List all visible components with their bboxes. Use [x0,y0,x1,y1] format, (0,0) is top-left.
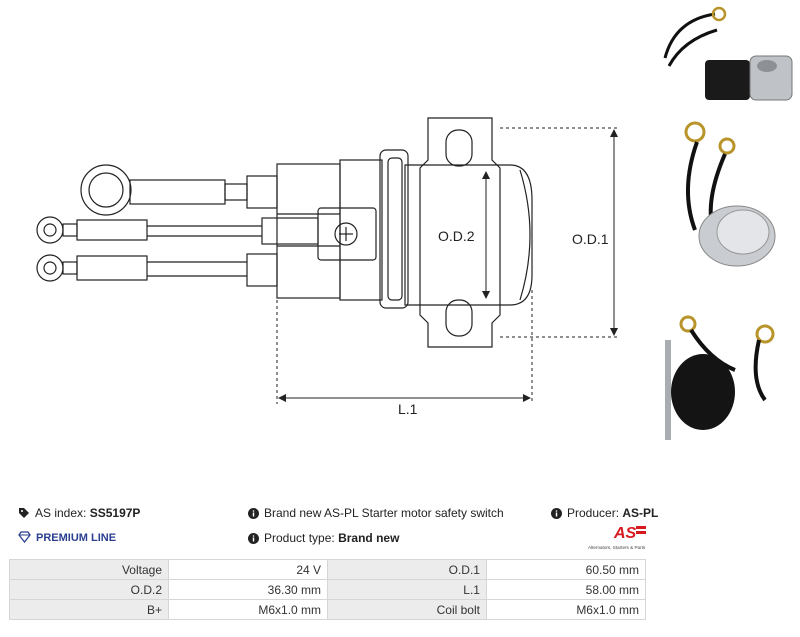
mounting-plate [419,117,501,348]
table-row: B+ M6x1.0 mm Coil bolt M6x1.0 mm [8,599,647,620]
specifications-table: Voltage 24 V O.D.1 60.50 mm O.D.2 36.30 … [8,559,647,620]
spec-label: L.1 [327,579,487,600]
terminal-screw [334,222,358,246]
spec-value: 58.00 mm [485,579,647,600]
premium-line-label: PREMIUM LINE [36,532,117,544]
upper-slot [445,129,473,167]
ring-terminal-low [36,254,64,282]
diamond-icon [18,531,31,546]
product-description: Brand new AS-PL Starter motor safety swi… [248,506,504,522]
spec-value: M6x1.0 mm [485,599,647,620]
tag-icon [18,507,30,522]
premium-line: PREMIUM LINE [18,531,116,546]
info-icon [551,508,562,522]
solenoid-body [404,164,533,306]
description-text: Brand new AS-PL Starter motor safety swi… [264,506,504,520]
product-type: Product type: Brand new [248,531,399,547]
l1-label: L.1 [398,401,418,417]
table-row: O.D.2 36.30 mm L.1 58.00 mm [8,579,647,600]
photo-2 [684,121,776,267]
producer-value: AS-PL [622,506,659,520]
product-type-value: Brand new [338,531,400,545]
as-index-label: AS index: [35,506,87,520]
lower-slot [445,299,473,337]
svg-text:Alternators, Starters & Parts: Alternators, Starters & Parts [588,545,646,550]
product-type-label: Product type: [264,531,335,545]
spec-label: Coil bolt [327,599,487,620]
spec-label: O.D.1 [327,559,487,580]
photo-1 [663,6,793,101]
info-icon [248,508,259,522]
as-index-value: SS5197P [89,506,141,520]
spec-label: B+ [8,599,170,620]
ring-terminal-mid [36,216,64,244]
producer-label: Producer: [567,506,620,520]
spec-value: 24 V [168,559,329,580]
od2-label: O.D.2 [438,228,475,244]
technical-drawing: O.D.2 O.D.1 L.1 [36,117,618,417]
product-photos [663,6,793,440]
od1-label: O.D.1 [572,231,609,247]
as-pl-logo: AS Alternators, Starters & Parts [588,525,646,550]
producer: Producer: AS-PL [551,506,658,522]
flange [379,149,409,309]
photo-3 [665,315,775,440]
svg-text:AS: AS [613,525,637,542]
spec-value: M6x1.0 mm [168,599,329,620]
as-index: AS index: SS5197P [18,506,140,522]
spec-label: O.D.2 [8,579,170,600]
info-icon [248,533,259,547]
table-row: Voltage 24 V O.D.1 60.50 mm [8,559,647,580]
ring-terminal-large [80,164,132,216]
spec-value: 36.30 mm [168,579,329,600]
spec-value: 60.50 mm [485,559,647,580]
spec-label: Voltage [8,559,170,580]
